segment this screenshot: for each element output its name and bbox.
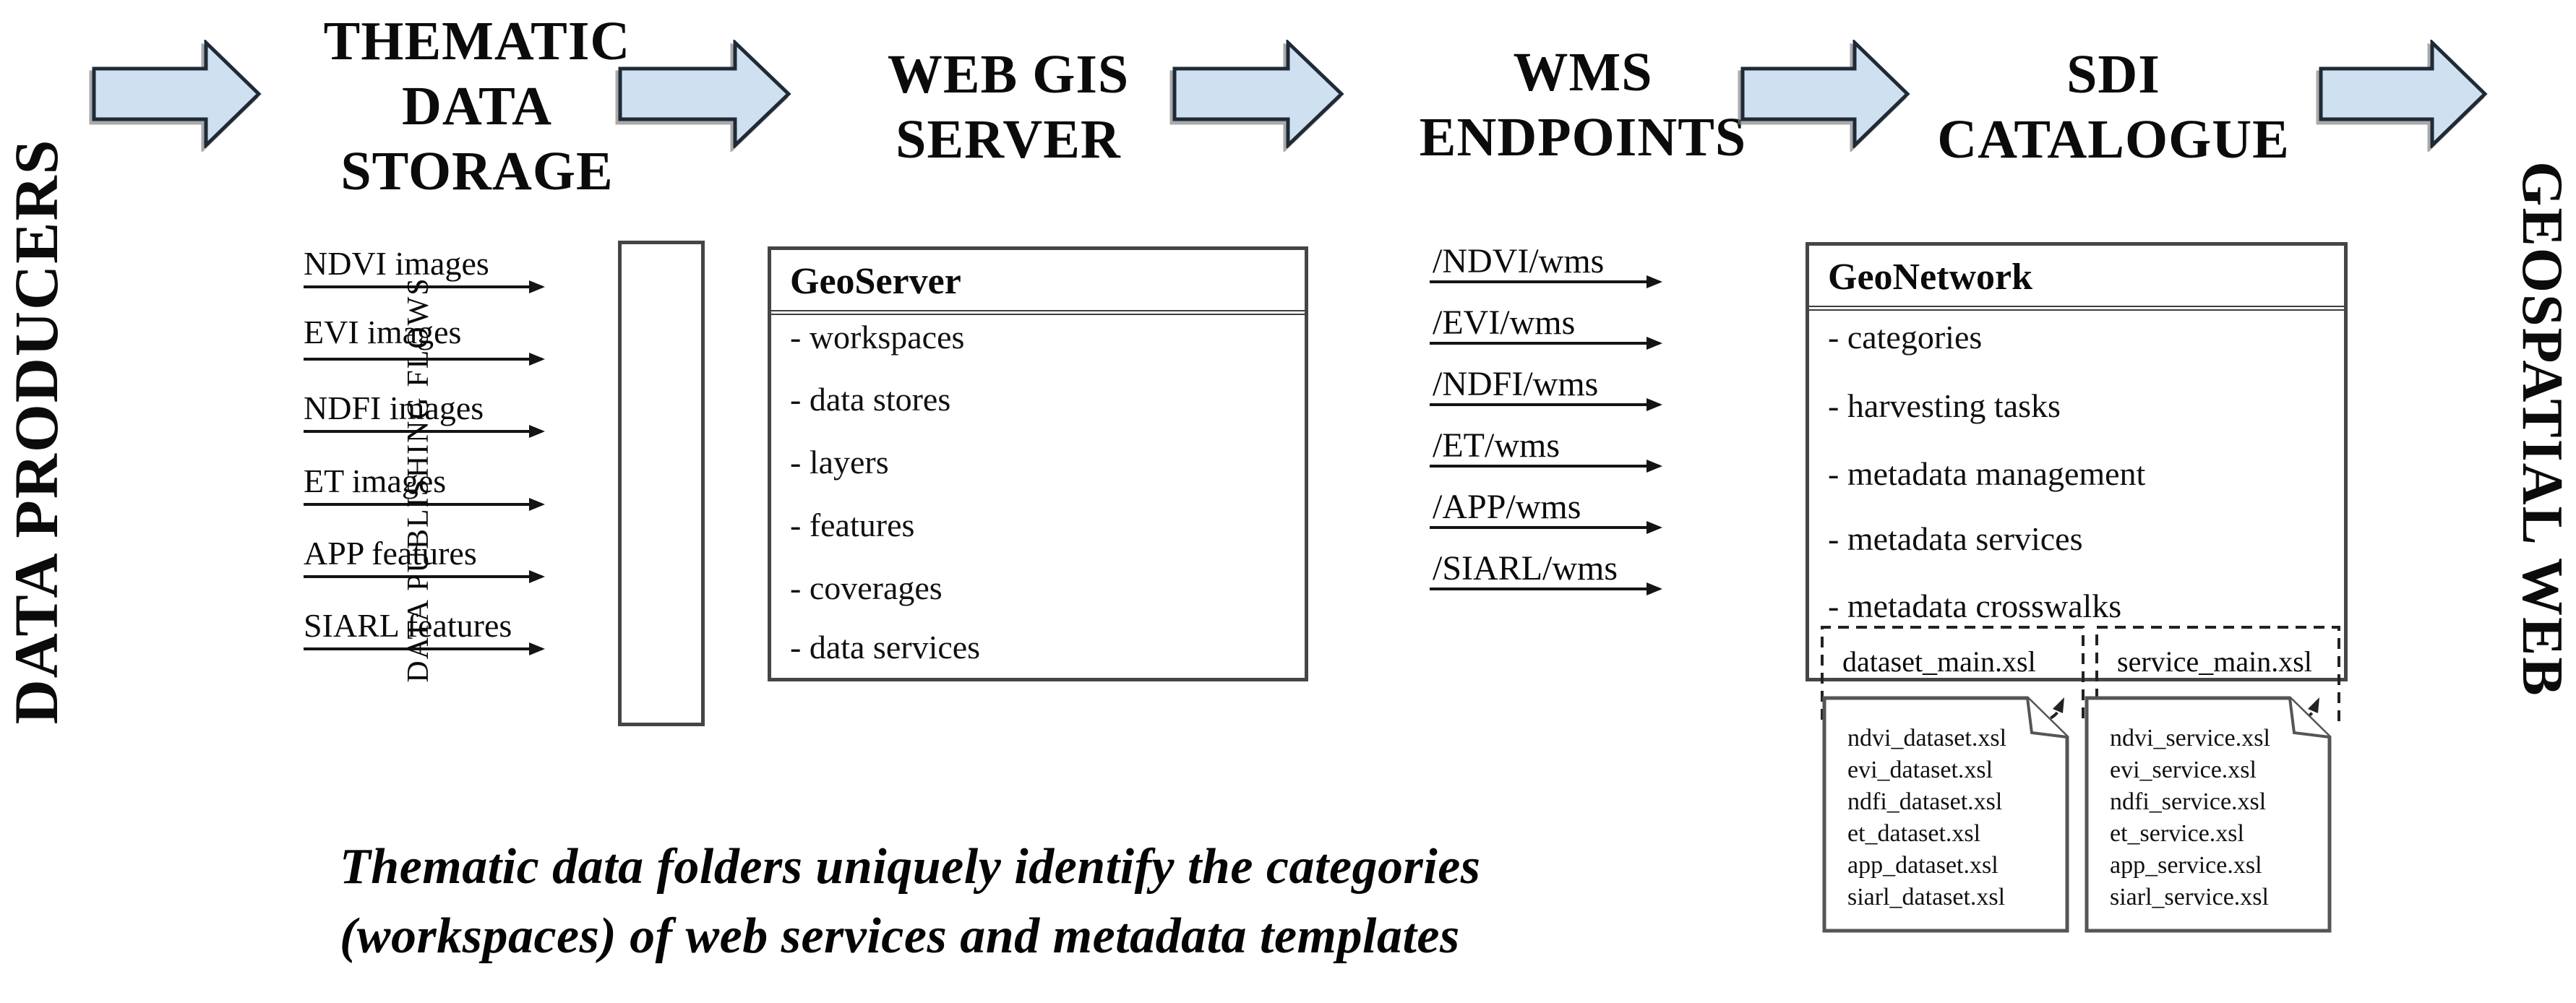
flow-arrow-icon <box>618 40 791 148</box>
flow-arrow-icon <box>92 40 262 148</box>
input-label: ET images <box>304 462 447 499</box>
service-xsl-document <box>2084 695 2334 937</box>
input-label: APP features <box>304 535 477 572</box>
xsl-file: app_service.xsl <box>2110 852 2262 879</box>
geoserver-title: GeoServer <box>771 250 1305 315</box>
heading-line: THEMATIC <box>323 11 631 72</box>
geospatial-web-label: GEOSPATIAL WEB <box>2510 161 2574 697</box>
xsl-file: ndfi_service.xsl <box>2110 788 2267 815</box>
heading-web-gis-server: WEB GIS SERVER <box>791 42 1225 172</box>
wms-endpoint-arrow-icon <box>1430 275 1662 288</box>
geoserver-item: - features <box>790 507 915 543</box>
template-link-arrowhead-icon <box>2308 697 2319 713</box>
heading-line: WMS <box>1513 42 1653 103</box>
wms-endpoint-label: /APP/wms <box>1433 488 1581 526</box>
wms-endpoint-label: /NDFI/wms <box>1433 365 1599 403</box>
xsl-file: ndvi_service.xsl <box>2110 725 2270 752</box>
geoserver-item: - data stores <box>790 381 951 418</box>
geonetwork-item: - metadata services <box>1828 520 2083 557</box>
wms-endpoint-arrow-icon <box>1430 521 1662 534</box>
input-arrow-icon <box>304 642 545 655</box>
heading-wms-endpoints: WMS ENDPOINTS <box>1366 40 1800 170</box>
geonetwork-item: - categories <box>1828 319 1983 356</box>
folded-corner-icon <box>2026 697 2068 739</box>
xsl-file: evi_dataset.xsl <box>1847 757 1993 783</box>
input-arrow-icon <box>304 570 545 583</box>
service-xsl-file-list: ndvi_service.xsl evi_service.xsl ndfi_se… <box>2110 723 2270 913</box>
geoserver-item: - coverages <box>790 569 943 606</box>
input-arrow-icon <box>304 280 545 293</box>
geonetwork-title: GeoNetwork <box>1809 246 2344 311</box>
data-publishing-flows-box <box>618 241 705 726</box>
flow-arrow-icon <box>2319 40 2488 148</box>
geoserver-item: - workspaces <box>790 319 965 356</box>
flow-arrow-icon <box>1172 40 1344 148</box>
wms-endpoint-label: /SIARL/wms <box>1433 549 1618 587</box>
heading-sdi-catalogue: SDI CATALOGUE <box>1897 42 2330 172</box>
xsl-file: et_dataset.xsl <box>1847 820 1981 847</box>
heading-thematic-data-storage: THEMATIC DATA STORAGE <box>260 9 694 204</box>
wms-endpoint-label: /EVI/wms <box>1433 304 1576 342</box>
template-link-arrowhead-icon <box>2053 697 2064 713</box>
heading-line: SERVER <box>896 109 1121 170</box>
xsl-file: ndfi_dataset.xsl <box>1847 788 2003 815</box>
heading-line: CATALOGUE <box>1937 109 2290 170</box>
geoserver-item: - data services <box>790 629 981 666</box>
dataset-template-label: dataset_main.xsl <box>1842 645 2036 678</box>
xsl-file: siarl_dataset.xsl <box>1847 884 2006 911</box>
heading-line: SDI <box>2066 44 2160 105</box>
input-arrow-icon <box>304 498 545 511</box>
heading-line: DATA <box>401 76 553 137</box>
heading-line: ENDPOINTS <box>1419 107 1747 168</box>
heading-line: STORAGE <box>340 141 614 202</box>
flow-arrow-icon <box>1740 40 1910 148</box>
xsl-file: evi_service.xsl <box>2110 757 2257 783</box>
input-label: EVI images <box>304 314 462 350</box>
wms-endpoint-arrow-icon <box>1430 337 1662 350</box>
input-label: SIARL features <box>304 607 512 644</box>
geonetwork-item: - metadata crosswalks <box>1828 587 2122 624</box>
wms-endpoint-label: /ET/wms <box>1433 426 1560 465</box>
geoserver-box: GeoServer - workspaces - data stores - l… <box>768 246 1308 681</box>
data-producers-label: DATA PRODUCERS <box>1 138 71 725</box>
wms-endpoint-arrow-icon <box>1430 398 1662 411</box>
caption-line: Thematic data folders uniquely identify … <box>340 839 1481 895</box>
input-arrow-icon <box>304 425 545 438</box>
geonetwork-item: - metadata management <box>1828 455 2146 492</box>
data-publishing-flows-label: DATA PUBLISHING FLOWS <box>402 277 435 683</box>
folded-corner-icon <box>2288 697 2330 739</box>
caption-line: (workspaces) of web services and metadat… <box>340 908 1460 964</box>
service-template-label: service_main.xsl <box>2117 645 2312 678</box>
geoserver-item: - layers <box>790 444 889 481</box>
input-arrow-icon <box>304 353 545 366</box>
xsl-file: et_service.xsl <box>2110 820 2244 847</box>
input-label: NDFI images <box>304 389 484 426</box>
xsl-file: app_dataset.xsl <box>1847 852 1998 879</box>
heading-line: WEB GIS <box>887 44 1130 105</box>
wms-endpoint-arrow-icon <box>1430 460 1662 473</box>
input-label: NDVI images <box>304 245 489 282</box>
xsl-file: ndvi_dataset.xsl <box>1847 725 2007 752</box>
dataset-xsl-document <box>1821 695 2071 937</box>
xsl-file: siarl_service.xsl <box>2110 884 2269 911</box>
dataset-xsl-file-list: ndvi_dataset.xsl evi_dataset.xsl ndfi_da… <box>1847 723 2006 913</box>
wms-endpoint-label: /NDVI/wms <box>1433 242 1605 280</box>
wms-endpoint-arrow-icon <box>1430 582 1662 595</box>
geonetwork-box: GeoNetwork - categories - harvesting tas… <box>1806 242 2348 681</box>
diagram-caption: Thematic data folders uniquely identify … <box>340 832 1481 971</box>
geonetwork-item: - harvesting tasks <box>1828 387 2061 424</box>
